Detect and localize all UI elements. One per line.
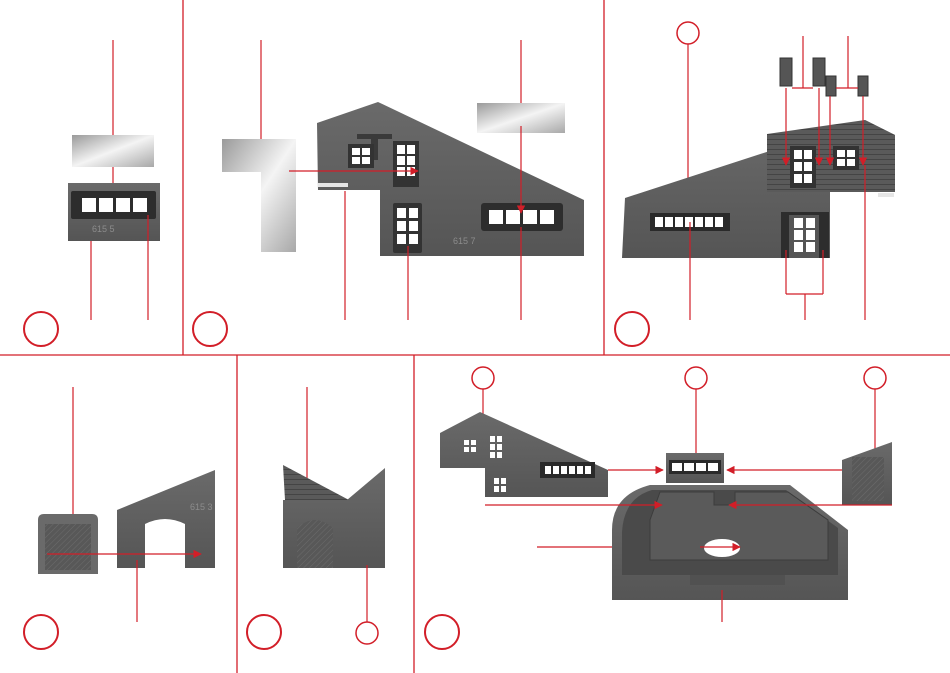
reference-circle xyxy=(472,367,494,389)
reference-circle xyxy=(685,367,707,389)
step-marker-circle xyxy=(425,615,459,649)
window-lower-tall xyxy=(393,203,422,253)
step-marker-circle xyxy=(24,312,58,346)
panel-2: 615 7 xyxy=(193,40,584,346)
reference-circle xyxy=(677,22,699,44)
wall-ledge xyxy=(318,183,348,187)
panel-1: 615 5 xyxy=(24,40,160,346)
door-with-shutters xyxy=(781,212,829,258)
part-number-label: 615 5 xyxy=(92,224,115,234)
gable-wall-mini xyxy=(440,412,608,497)
wall-ledge xyxy=(878,193,894,197)
door-assembled xyxy=(297,520,333,568)
window-upper-left xyxy=(348,144,374,168)
part-number-label: 615 7 xyxy=(453,236,476,246)
part-number-label: 615 3 xyxy=(190,502,213,512)
portal-roof-part xyxy=(283,465,349,500)
reference-circle xyxy=(864,367,886,389)
panel-6 xyxy=(425,367,892,649)
reference-circle xyxy=(356,622,378,644)
window-upper-small xyxy=(833,146,859,170)
step-marker-circle xyxy=(24,615,58,649)
panel-3 xyxy=(615,22,895,346)
panel-4: 615 3 xyxy=(24,387,215,649)
portal-wall-part xyxy=(117,470,215,568)
bracket-leader xyxy=(786,250,823,320)
step-marker-circle xyxy=(247,615,281,649)
panel-5 xyxy=(247,387,385,649)
step-marker-circle xyxy=(193,312,227,346)
shutter-parts xyxy=(780,58,868,96)
window-upper-tall xyxy=(393,141,419,187)
door-panel-hatched xyxy=(45,524,91,570)
glass-pane xyxy=(72,135,154,167)
glass-pane-l-shaped xyxy=(222,139,296,252)
window-wide xyxy=(481,203,563,231)
window-upper-tall xyxy=(790,146,816,188)
step-marker-circle xyxy=(615,312,649,346)
base-plate-label-strip xyxy=(690,575,785,585)
base-plate-hole xyxy=(704,539,740,557)
portal-side-door xyxy=(852,457,884,501)
